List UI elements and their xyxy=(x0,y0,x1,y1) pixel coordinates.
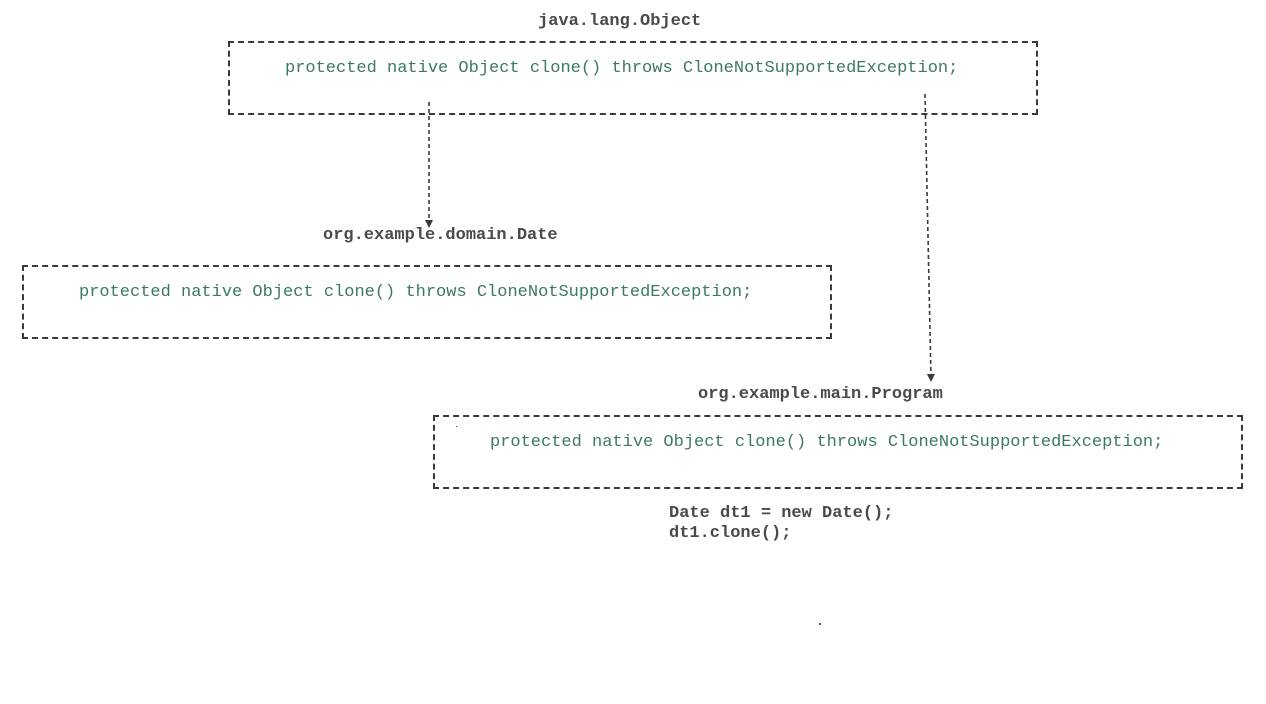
program-class-title: org.example.main.Program xyxy=(698,385,943,404)
program-class-box xyxy=(433,415,1243,489)
date-class-title: org.example.domain.Date xyxy=(323,226,558,245)
stray-dot-mark xyxy=(819,623,821,625)
object-class-box xyxy=(228,41,1038,115)
date-class-box xyxy=(22,265,832,339)
object-clone-method: protected native Object clone() throws C… xyxy=(285,59,959,78)
code-line-declare-date: Date dt1 = new Date(); xyxy=(669,504,894,523)
arrow-object-to-program xyxy=(924,93,935,382)
program-clone-method: protected native Object clone() throws C… xyxy=(490,433,1164,452)
code-line-call-clone: dt1.clone(); xyxy=(669,524,792,543)
stray-dot-mark xyxy=(456,426,457,427)
date-clone-method: protected native Object clone() throws C… xyxy=(79,283,753,302)
object-class-title: java.lang.Object xyxy=(538,12,702,31)
